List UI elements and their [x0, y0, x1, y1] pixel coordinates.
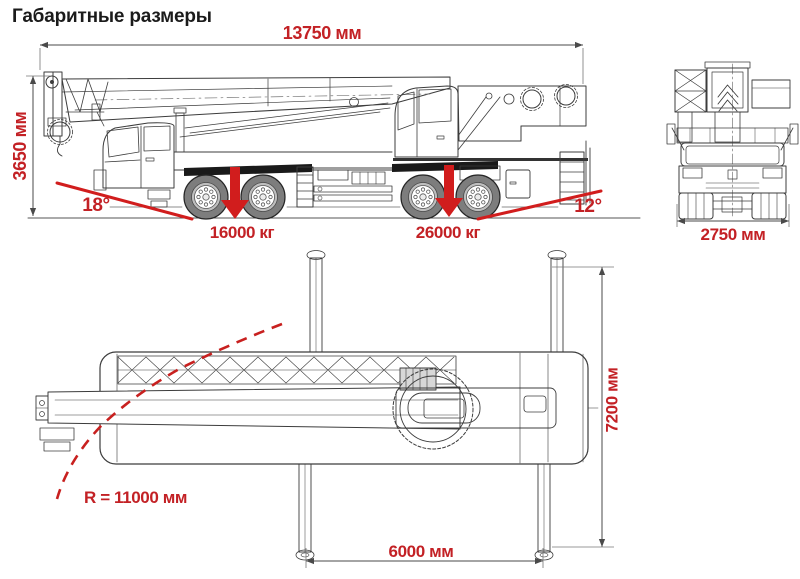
overall-height-dimension: 3650 мм — [10, 111, 30, 181]
outrigger-base-dimension: 6000 мм — [388, 542, 454, 561]
page-title: Габаритные размеры — [12, 6, 212, 27]
approach-angle-label: 18° — [82, 195, 110, 216]
turning-radius-label: R = 11000 мм — [84, 488, 188, 507]
overall-length-dimension: 13750 мм — [282, 23, 362, 43]
front-axle-load-arrow — [221, 167, 249, 219]
front-view-drawing — [666, 61, 799, 220]
departure-angle-label: 12° — [574, 196, 602, 217]
rear-axle-load-arrow — [435, 165, 463, 217]
dimension-lines — [26, 41, 790, 568]
approach-angle-line — [55, 181, 194, 221]
turning-radius-arc — [55, 322, 283, 500]
overall-width-dimension: 2750 мм — [700, 225, 766, 244]
plan-view-drawing — [35, 250, 603, 561]
departure-angle-line — [476, 189, 603, 221]
outrigger-span-dimension: 7200 мм — [602, 367, 622, 433]
rear-axle-load-label: 26000 кг — [415, 223, 481, 242]
red-annotations — [55, 165, 603, 500]
side-view-drawing — [27, 71, 641, 220]
front-axle-load-label: 16000 кг — [209, 223, 275, 242]
